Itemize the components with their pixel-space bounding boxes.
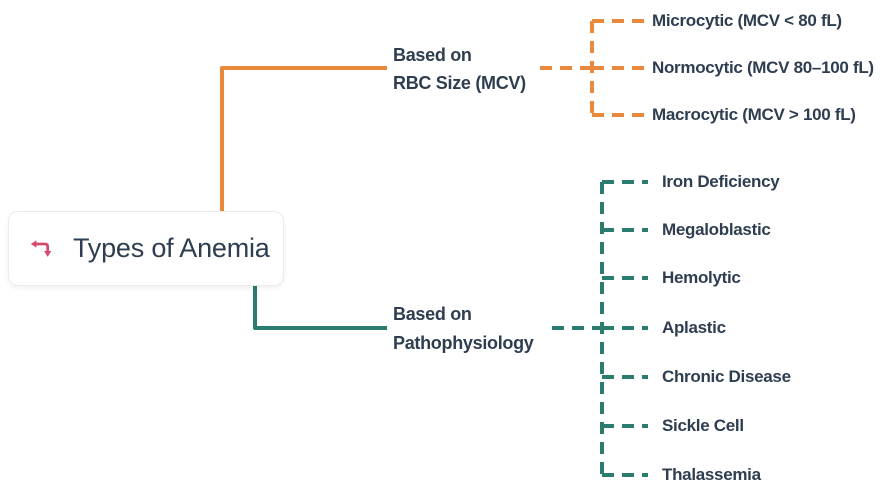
leaf-normocytic: Normocytic (MCV 80–100 fL) xyxy=(652,58,874,77)
branch-arrows-icon xyxy=(30,240,52,257)
leaf-megaloblastic: Megaloblastic xyxy=(662,220,771,239)
branch-label-rbc-size: Based on RBC Size (MCV) xyxy=(393,41,526,97)
leaf-microcytic: Microcytic (MCV < 80 fL) xyxy=(652,11,842,30)
rbc-branch-connector-line xyxy=(220,66,387,211)
branch-label-pathophysiology-line2: Pathophysiology xyxy=(393,333,534,353)
leaf-thalassemia: Thalassemia xyxy=(662,465,761,484)
root-node-title: Types of Anemia xyxy=(73,233,270,263)
leaf-sickle-cell: Sickle Cell xyxy=(662,416,744,435)
branch-label-rbc-size-line1: Based on xyxy=(393,45,472,65)
branch-label-rbc-size-line2: RBC Size (MCV) xyxy=(393,73,526,93)
branch-label-pathophysiology: Based on Pathophysiology xyxy=(393,300,534,358)
leaf-hemolytic: Hemolytic xyxy=(662,268,741,287)
leaf-chronic-disease: Chronic Disease xyxy=(662,367,791,386)
root-node-types-of-anemia[interactable]: Types of Anemia xyxy=(8,211,284,286)
leaf-macrocytic: Macrocytic (MCV > 100 fL) xyxy=(652,105,856,124)
leaf-aplastic: Aplastic xyxy=(662,318,726,337)
pathophysiology-branch-connector-line xyxy=(253,286,387,330)
branch-label-pathophysiology-line1: Based on xyxy=(393,304,472,324)
leaf-iron-deficiency: Iron Deficiency xyxy=(662,172,780,191)
